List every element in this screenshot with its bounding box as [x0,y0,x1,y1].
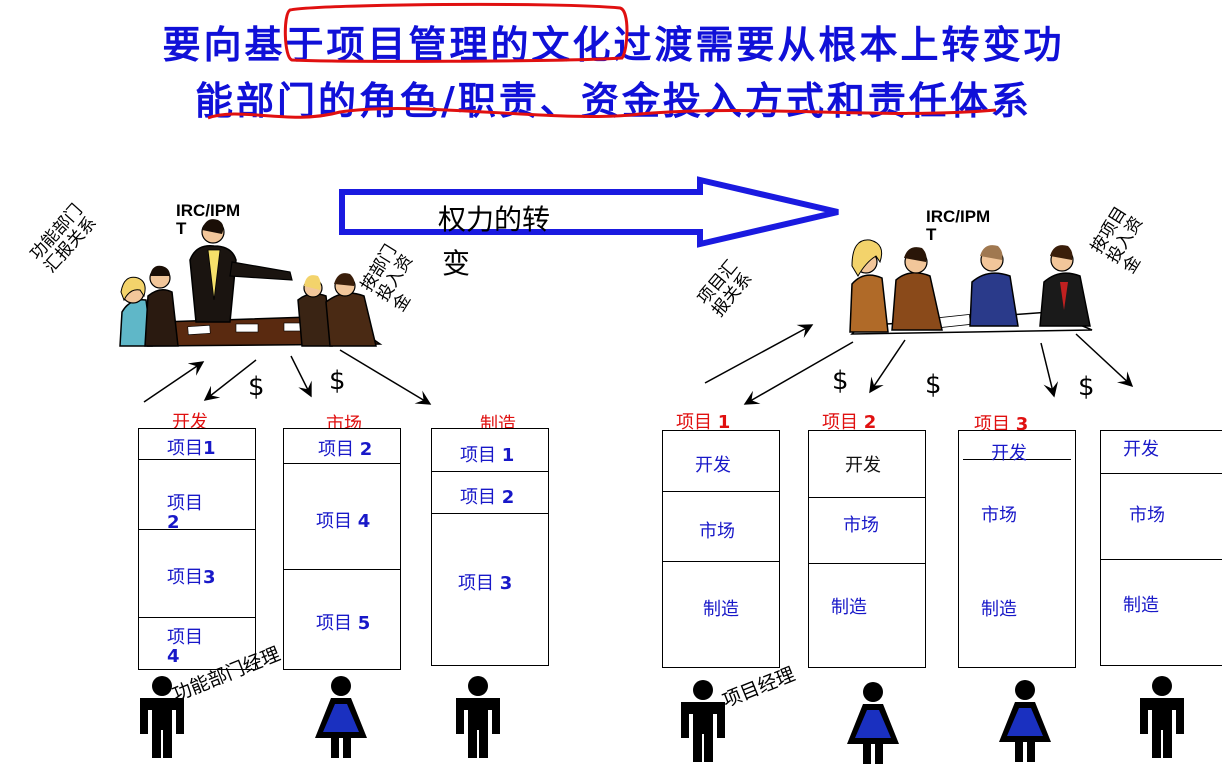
cell-dev-2-num: 2 [167,512,180,533]
cell-market-3: 项目 5 [316,609,370,635]
power-shift-arrow [342,180,838,244]
right-col-project-1: 开发 市场 制造 [662,430,780,668]
right-col-project-3: 开发 市场 制造 [958,430,1076,668]
cell-p1-market: 市场 [699,517,735,543]
cell-market-1: 项目 2 [318,435,372,461]
left-meeting-clipart [120,219,380,346]
cell-p1-mfg: 制造 [703,595,739,621]
person-male-2 [456,676,500,758]
dollar-right-3: $ [1078,372,1095,402]
cell-dev-1: 项目1 [167,434,216,460]
person-female-2 [847,682,899,764]
cell-mfg-2: 项目 2 [460,483,514,509]
highlight-box [285,4,627,61]
person-icons [140,676,1184,764]
left-col-mfg: 项目 1 项目 2 项目 3 [431,428,549,666]
left-flow-arrows [144,350,430,404]
right-irc-label-1: IRC/IPM [926,208,990,226]
person-male-3 [681,680,725,762]
left-col-market: 项目 2 项目 4 项目 5 [283,428,401,670]
dollar-right-2: $ [925,370,942,400]
cell-dev-4-num: 4 [167,646,180,667]
right-meeting-clipart [850,240,1092,334]
cell-p3-mfg: 制造 [981,595,1017,621]
cell-p1-dev: 开发 [695,451,731,477]
cell-mfg-1: 项目 1 [460,441,514,467]
person-male-4 [1140,676,1184,758]
cell-mfg-3: 项目 3 [458,569,512,595]
cell-p4-mfg: 制造 [1123,591,1159,617]
cell-p4-dev: 开发 [1123,435,1159,461]
right-col-project-4: 开发 市场 制造 [1100,430,1222,666]
arrow-label-line2: 变 [442,242,470,282]
left-irc-label-1: IRC/IPM [176,202,240,220]
arrow-label: 权力的转 [438,198,550,238]
cell-p4-market: 市场 [1129,501,1165,527]
cell-market-2: 项目 4 [316,507,370,533]
dollar-left-1: $ [248,372,265,402]
dollar-right-1: $ [832,366,849,396]
cell-p3-dev: 开发 [991,439,1027,465]
cell-p2-mfg: 制造 [831,593,867,619]
person-female-3 [999,680,1051,762]
cell-dev-3: 项目3 [167,563,216,589]
highlight-underline [208,109,996,118]
person-female-1 [315,676,367,758]
right-col-project-2: 开发 市场 制造 [808,430,926,668]
dollar-left-2: $ [329,366,346,396]
cell-p2-market: 市场 [843,511,879,537]
cell-p2-dev: 开发 [845,451,881,477]
cell-p3-market: 市场 [981,501,1017,527]
left-irc-label-2: T [176,220,186,238]
right-flow-arrows [705,325,1132,404]
right-irc-label-2: T [926,226,936,244]
left-col-dev: 项目1 项目 2 项目3 项目 4 [138,428,256,670]
